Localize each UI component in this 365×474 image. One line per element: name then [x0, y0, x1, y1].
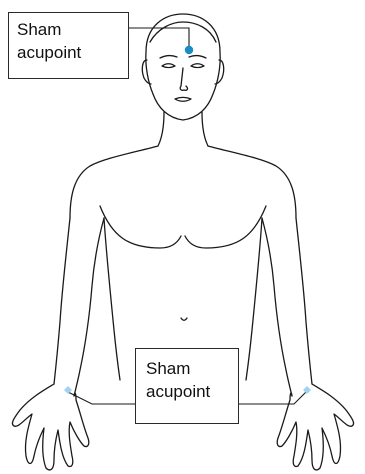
navel — [181, 318, 187, 320]
left-arm-outer — [54, 218, 70, 384]
leader-line-right-wrist — [239, 392, 306, 404]
left-eye — [162, 64, 175, 68]
left-eyebrow — [160, 56, 177, 58]
acupoint-marker-right-wrist — [303, 386, 311, 394]
left-pectoral — [100, 206, 181, 248]
mouth — [175, 98, 191, 102]
right-eyebrow — [189, 56, 206, 58]
leader-line-left-wrist — [68, 392, 135, 404]
left-shoulder — [70, 146, 158, 218]
head-outline — [146, 14, 220, 120]
neck-right — [202, 112, 208, 146]
right-shoulder — [208, 146, 296, 218]
sham-acupoint-label-top: Sham acupoint — [8, 12, 129, 79]
right-torso-side — [246, 218, 262, 380]
hairline — [150, 22, 216, 42]
right-arm-outer — [296, 218, 312, 384]
nose — [180, 68, 187, 90]
neck-left — [158, 112, 164, 146]
right-pectoral — [185, 206, 266, 248]
left-torso-side — [104, 218, 120, 380]
sham-acupoint-label-bottom: Sham acupoint — [135, 348, 239, 424]
acupoint-marker-forehead — [185, 46, 193, 54]
left-arm-inner — [74, 218, 104, 396]
right-arm-inner — [262, 218, 292, 396]
right-hand — [277, 384, 353, 470]
right-eye — [191, 64, 204, 68]
